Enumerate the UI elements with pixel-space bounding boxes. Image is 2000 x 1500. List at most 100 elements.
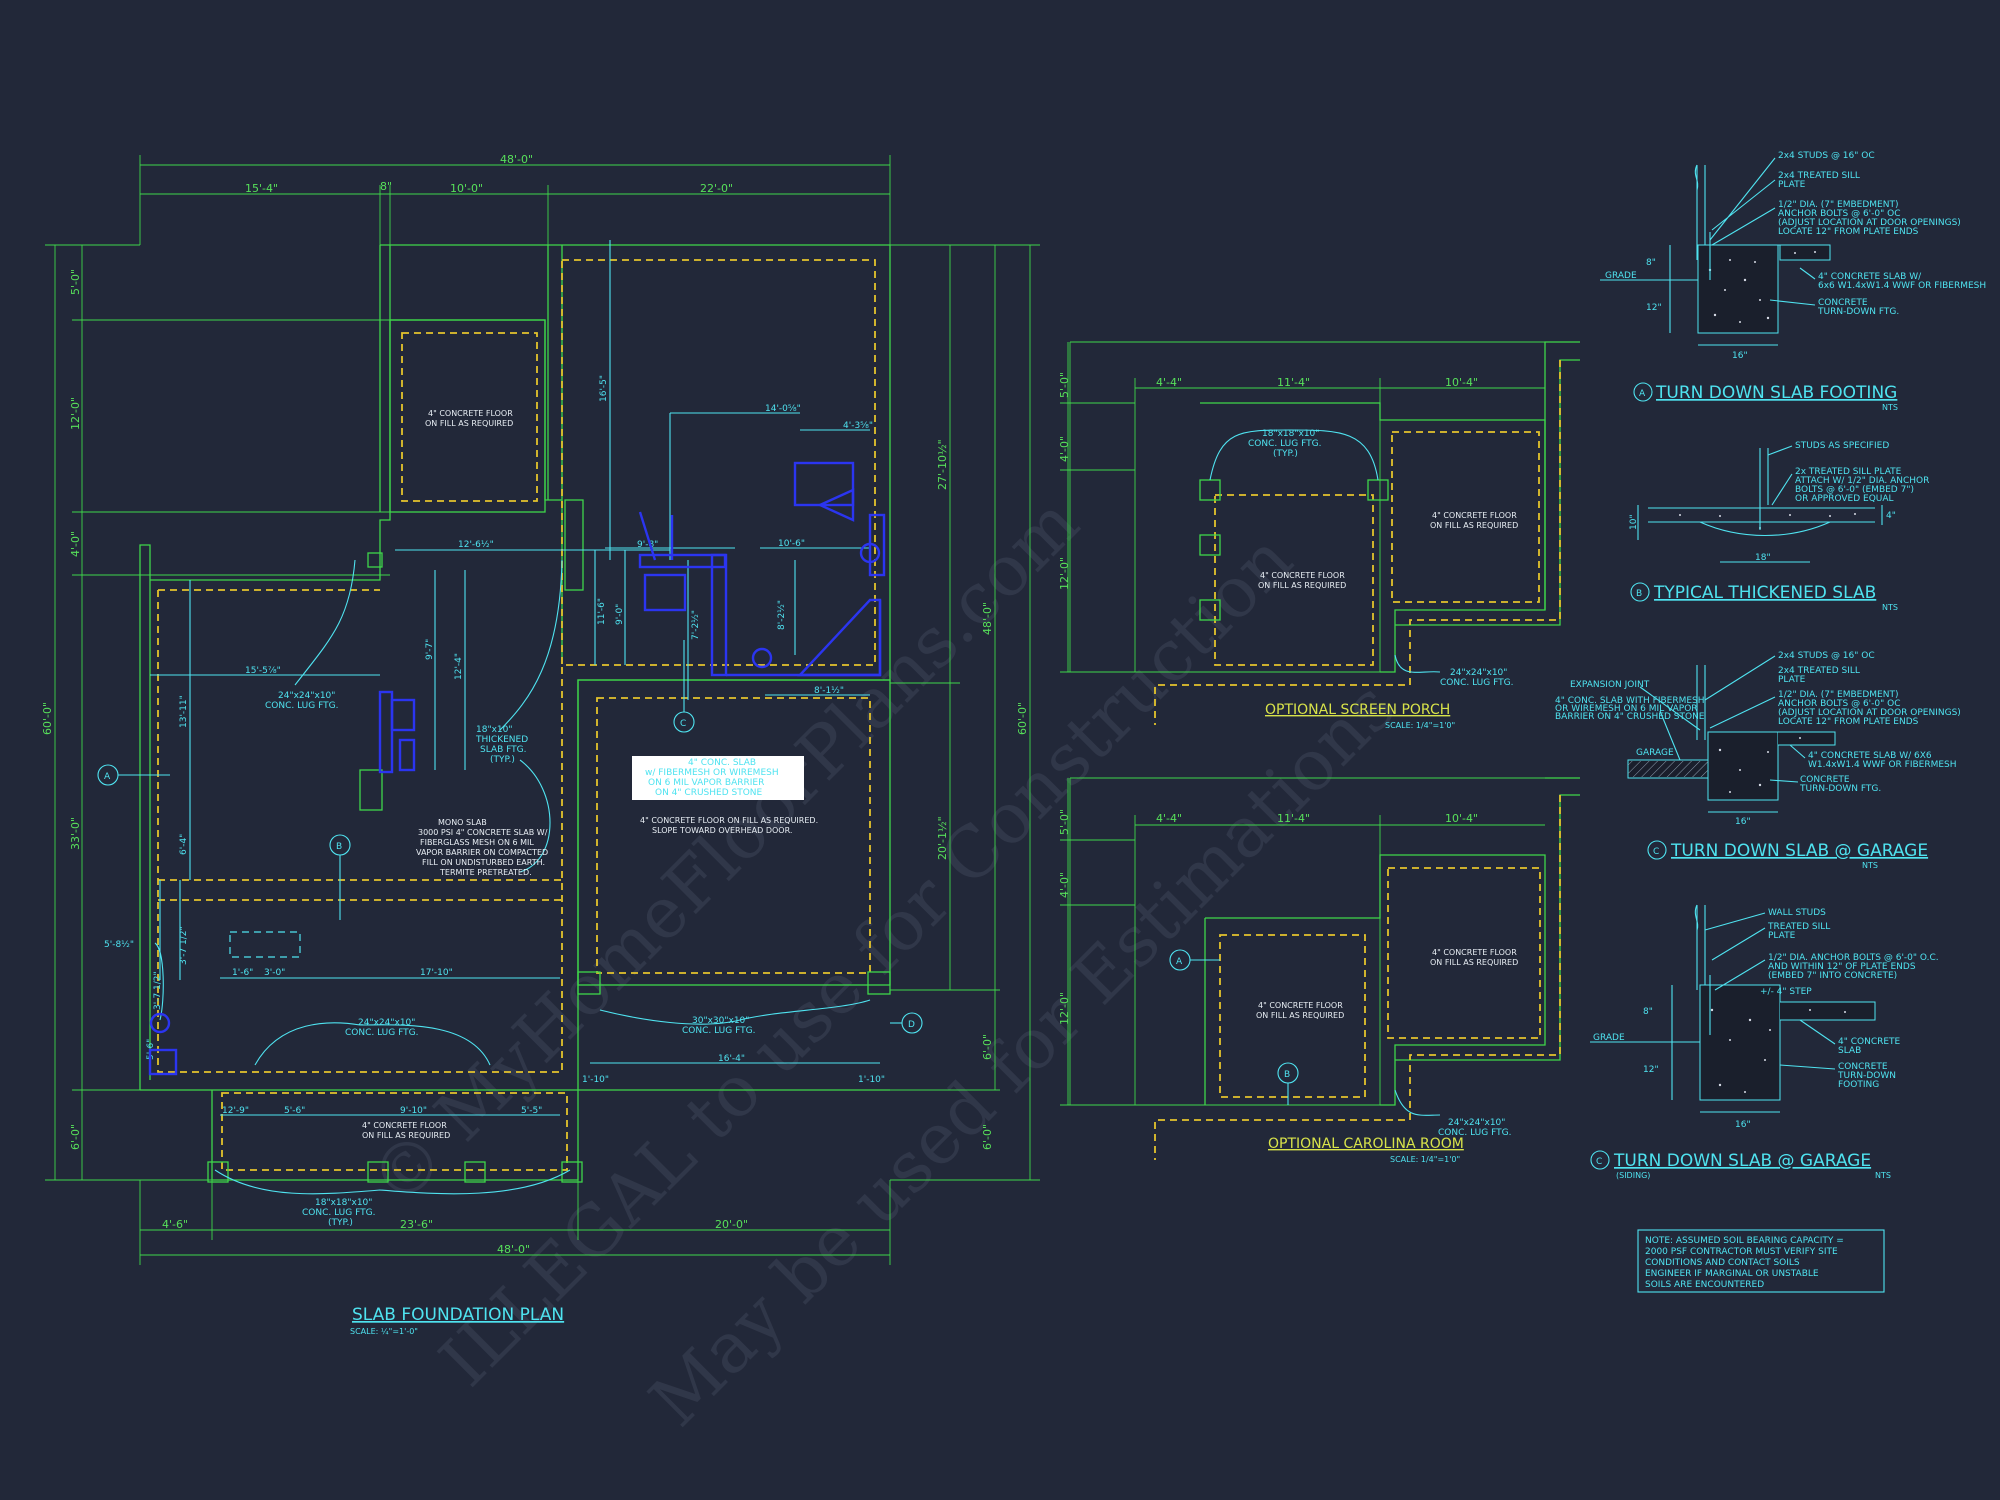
- note-mono-4: VAPOR BARRIER ON COMPACTED: [416, 848, 548, 857]
- detail-b-marker: [1630, 582, 1650, 602]
- slab-edge-front-room: [401, 332, 538, 502]
- carolina-slab-edge: [1154, 795, 1561, 1160]
- detail-a-scale: NTS: [1882, 403, 1898, 412]
- porch-lug-1: 18"x18"x10": [1262, 429, 1319, 439]
- slab-foundation-plan: 48'-0" 15'-4" 8" 10'-0" 22'-0" 60'-0" 5'…: [41, 153, 1040, 1336]
- detail-d-note-6: (EMBED 7" INTO CONCRETE): [1768, 971, 1897, 981]
- detail-b-note-1: STUDS AS SPECIFIED: [1795, 441, 1889, 451]
- detail-a-note-6: (ADJUST LOCATION AT DOOR OPENINGS): [1778, 218, 1961, 228]
- note-lug-18-3: (TYP.): [328, 1218, 353, 1228]
- footing-section-a: [1697, 244, 1779, 334]
- detail-a-note-9: 6x6 W1.4xW1.4 WWF OR FIBERMESH: [1818, 281, 1986, 291]
- detail-a-note-5: ANCHOR BOLTS @ 6'-0" OC: [1778, 209, 1901, 219]
- footing-section-d: [1699, 984, 1781, 1101]
- detail-d-scale: NTS: [1875, 1171, 1891, 1180]
- detail-c-left-3: OR WIREMESH ON 6 MIL VAPOR: [1555, 704, 1698, 714]
- detail-d-note-2: TREATED SILL: [1767, 922, 1830, 932]
- carolina-dim-b: 11'-4": [1277, 812, 1310, 825]
- laundry-fixture: [793, 461, 855, 507]
- soil-note-3: CONDITIONS AND CONTACT SOILS: [1645, 1258, 1800, 1268]
- optional-screen-porch: 5'-0" 4'-0" 12'-0" 4'-4" 11'-4" 10'-4" 1…: [1058, 341, 1580, 730]
- detail-c-note-11: TURN-DOWN FTG.: [1799, 784, 1881, 794]
- detail-d-note-7: +/- 4" STEP: [1760, 987, 1812, 997]
- dashed-fixture-outline: [229, 931, 301, 958]
- dim-bot-overall: 48'-0": [497, 1243, 530, 1256]
- carolina-outline-2: [1395, 777, 1580, 1061]
- note-mono-6: TERMITE PRETREATED.: [439, 868, 532, 877]
- carolina-outline: [1204, 854, 1546, 1106]
- carolina-floor-2: ON FILL AS REQUIRED: [1256, 1011, 1344, 1020]
- detail-d-w: 16": [1735, 1120, 1751, 1130]
- optional-carolina-room: 5'-0" 4'-0" 12'-0" 4'-4" 11'-4" 10'-4" 4…: [1058, 777, 1580, 1164]
- porch-lug-2: CONC. LUG FTG.: [1248, 439, 1321, 449]
- marker-c-label: C: [680, 719, 686, 729]
- carolina-marker-b-label: B: [1284, 1070, 1290, 1080]
- carolina-dim-v1: 5'-0": [1058, 809, 1071, 835]
- detail-d-grade: GRADE: [1593, 1033, 1625, 1043]
- porch-lug-3: (TYP.): [1273, 449, 1298, 459]
- detail-c-marker-label: C: [1653, 847, 1659, 857]
- detail-c-note-6: (ADJUST LOCATION AT DOOR OPENINGS): [1778, 708, 1961, 718]
- detail-c-note-5: ANCHOR BOLTS @ 6'-0" OC: [1778, 699, 1901, 709]
- detail-c-left-4: BARRIER ON 4" CRUSHED STONE: [1555, 712, 1705, 722]
- section-marker-a[interactable]: A: [97, 764, 170, 786]
- note-garage-3: ON 6 MIL VAPOR BARRIER: [648, 778, 764, 788]
- dim-1-6: 1'-6": [232, 968, 253, 978]
- dim-right-20: 20'-1½": [936, 816, 949, 860]
- dim-top-b: 8": [380, 180, 392, 193]
- dim-12-6: 12'-6½": [458, 540, 494, 550]
- footing-pads: [207, 499, 891, 1183]
- porch-lug24-1: 24"x24"x10": [1450, 668, 1507, 678]
- detail-d-note-9: SLAB: [1838, 1046, 1861, 1056]
- dim-3-7a: 3'-7 1/2": [179, 926, 189, 965]
- section-marker-b[interactable]: B: [329, 834, 351, 920]
- soil-note-4: ENGINEER IF MARGINAL OR UNSTABLE: [1645, 1269, 1819, 1279]
- detail-a-note-11: TURN-DOWN FTG.: [1817, 307, 1899, 317]
- carolina-floor-1: 4" CONCRETE FLOOR: [1258, 1001, 1343, 1010]
- dim-10-6: 10'-6": [778, 539, 805, 549]
- top-dimensions: 48'-0" 15'-4" 8" 10'-0" 22'-0": [139, 153, 891, 245]
- detail-d-note-10: CONCRETE: [1838, 1062, 1888, 1072]
- carolina-scale: SCALE: 1/4"=1'0": [1390, 1155, 1460, 1164]
- slab-edge-main: [157, 589, 563, 1073]
- note-mono-5: FILL ON UNDISTURBED EARTH.: [422, 858, 545, 867]
- detail-a-note-10: CONCRETE: [1818, 298, 1868, 308]
- porch-slab-2: [1391, 431, 1540, 603]
- footing-section-c: [1707, 731, 1779, 801]
- dim-bot-c: 20'-0": [715, 1218, 748, 1231]
- note-floor-porch-2: ON FILL AS REQUIRED: [362, 1131, 450, 1140]
- garage-note-box: [632, 756, 804, 800]
- carolina-marker-a[interactable]: A: [1169, 949, 1220, 971]
- section-marker-c[interactable]: C: [673, 640, 695, 733]
- detail-a-marker: [1633, 382, 1653, 402]
- detail-d-note-11: TURN-DOWN: [1837, 1071, 1896, 1081]
- dim-9-10: 9'-10": [400, 1106, 427, 1116]
- dim-5-6b: 5'-6": [284, 1106, 305, 1116]
- dim-left-4: 4'-0": [69, 531, 82, 557]
- dim-right-27: 27'-10½": [936, 439, 949, 490]
- carolina-marker-b[interactable]: B: [1277, 1062, 1299, 1105]
- carolina-dim-c: 10'-4": [1445, 812, 1478, 825]
- dim-11-6: 11'-6": [597, 598, 607, 625]
- porch-floor-3: 4" CONCRETE FLOOR: [1432, 511, 1517, 520]
- porch-dim-a: 4'-4": [1156, 376, 1182, 389]
- note-lug-18-2: CONC. LUG FTG.: [302, 1208, 375, 1218]
- detail-c-left-2: 4" CONC. SLAB WITH FIBERMESH: [1555, 696, 1705, 706]
- marker-b-label: B: [336, 842, 342, 852]
- detail-c-note-1: 2x4 STUDS @ 16" OC: [1778, 651, 1875, 661]
- carolina-lug24-1: 24"x24"x10": [1448, 1118, 1505, 1128]
- carolina-slab: [1219, 934, 1366, 1098]
- leader-lines: [154, 559, 871, 1195]
- detail-d-note-8: 4" CONCRETE: [1838, 1037, 1901, 1047]
- porch-outline-2: [1395, 341, 1580, 626]
- detail-c-w: 16": [1735, 817, 1751, 827]
- carolina-dim-a: 4'-4": [1156, 812, 1182, 825]
- dim-1-10a: 1'-10": [582, 1075, 609, 1085]
- porch-scale: SCALE: 1/4"=1'0": [1385, 721, 1455, 730]
- dim-7-2: 7'-2½": [691, 610, 701, 640]
- dim-9-8: 9'-8": [637, 540, 658, 550]
- note-floor-porch-1: 4" CONCRETE FLOOR: [362, 1121, 447, 1130]
- marker-d-label: D: [908, 1020, 915, 1030]
- section-marker-d[interactable]: D: [890, 1012, 923, 1034]
- detail-a-title: TURN DOWN SLAB FOOTING: [1655, 383, 1897, 403]
